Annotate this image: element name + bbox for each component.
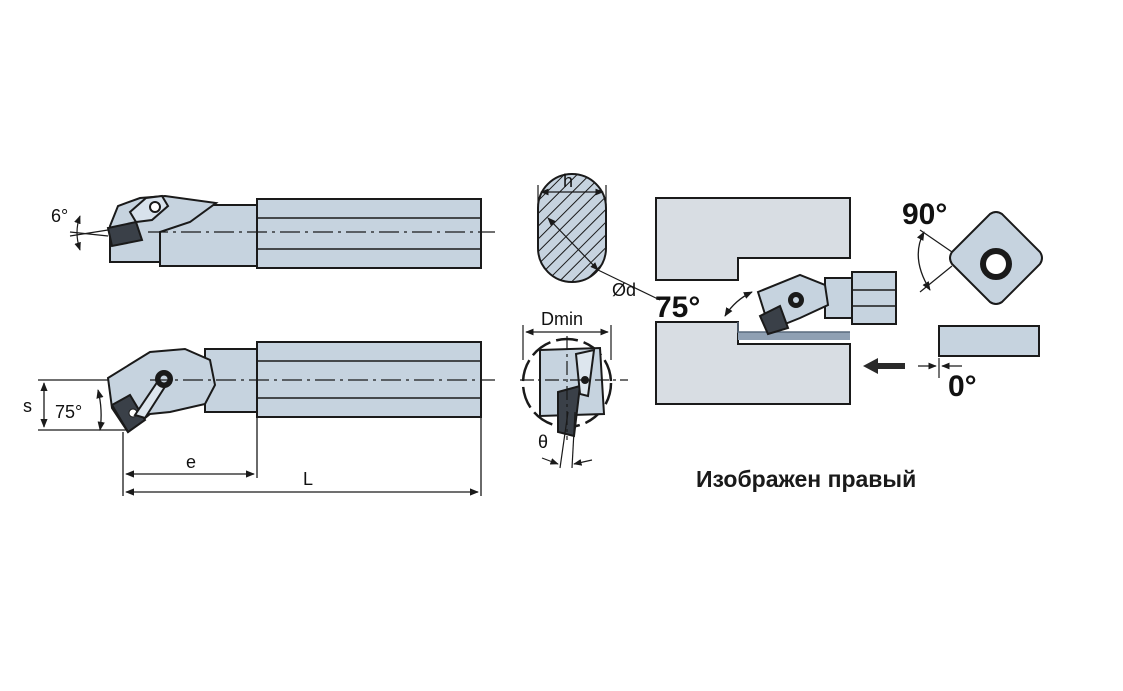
machined-band [738,332,850,340]
top-insert [106,220,144,248]
inclination-label: θ [538,432,548,452]
bottom-dimensions [38,379,482,496]
feed-arrow-icon [863,358,905,374]
bottom-view [106,341,495,434]
end-view [520,325,628,469]
relief-angle-label: 0° [948,370,977,403]
top-shank [256,198,482,269]
shank-section [537,173,661,301]
insert-angle-label: 90° [902,198,947,231]
head-length-label: e [186,452,196,472]
shank-diameter-label: Ød [612,280,636,300]
clearance-angle-label: 6° [51,206,68,226]
approach-angle-small-label: 75° [55,402,82,422]
top-view [69,194,495,269]
machining-scheme [655,197,905,405]
bottom-insert [110,393,147,434]
approach-angle-large-label: 75° [655,291,700,324]
caption: Изображен правый [696,466,917,492]
insert-side-view [938,325,1040,357]
workpiece-upper [655,197,851,281]
side-offset-label: s [23,396,32,416]
insert-detail [916,211,1043,378]
overall-length-label: L [303,469,313,489]
shank-height-label: h [563,171,573,191]
min-bore-label: Dmin [541,309,583,329]
